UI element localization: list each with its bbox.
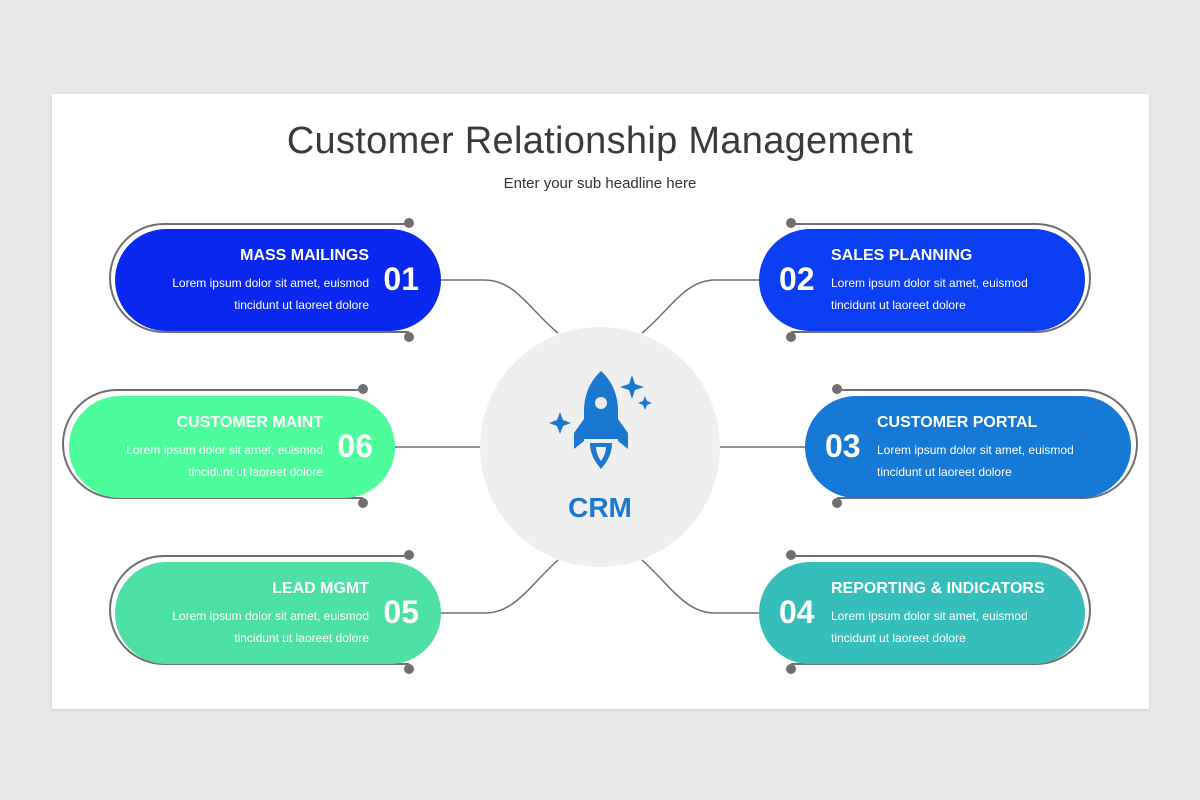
item-04-label: REPORTING & INDICATORS <box>831 580 1045 597</box>
item-03-dot-top <box>832 384 842 394</box>
item-04-dot-top <box>786 550 796 560</box>
connector-02 <box>641 279 760 334</box>
item-03-outline <box>837 389 1138 499</box>
crm-hub-label: CRM <box>568 492 632 523</box>
rocket-icon <box>549 371 652 469</box>
item-04-outline <box>791 555 1091 665</box>
page-subtitle: Enter your sub headline here <box>503 175 697 192</box>
item-01-card[interactable]: MASS MAILINGS Lorem ipsum dolor sit amet… <box>115 229 441 331</box>
page-title: Customer Relationship Management <box>286 120 914 162</box>
item-05-dot-top <box>404 550 414 560</box>
item-02-label: SALES PLANNING <box>831 247 973 264</box>
item-03-label: CUSTOMER PORTAL <box>877 414 1038 431</box>
connector-05 <box>440 559 559 614</box>
item-05-label: LEAD MGMT <box>272 580 369 597</box>
connector-04 <box>641 559 760 614</box>
item-06-card[interactable]: CUSTOMER MAINT Lorem ipsum dolor sit ame… <box>69 396 395 498</box>
item-06-outline <box>62 389 363 499</box>
item-03-number: 03 <box>825 428 861 464</box>
item-01-outline <box>109 223 409 333</box>
item-02-outline <box>791 223 1091 333</box>
item-02-dot-bottom <box>786 332 796 342</box>
item-03-desc: Lorem ipsum dolor sit amet, euismod tinc… <box>877 443 1074 479</box>
item-04-dot-bottom <box>786 664 796 674</box>
item-06-label: CUSTOMER MAINT <box>176 414 323 431</box>
item-05-outline <box>109 555 409 665</box>
item-01-label: MASS MAILINGS <box>240 247 369 264</box>
item-03-dot-bottom <box>832 498 842 508</box>
item-02-card[interactable]: 02 SALES PLANNING Lorem ipsum dolor sit … <box>759 229 1085 331</box>
item-06-desc: Lorem ipsum dolor sit amet, euismod tinc… <box>126 443 323 479</box>
item-06-number: 06 <box>337 428 373 464</box>
item-04-card[interactable]: 04 REPORTING & INDICATORS Lorem ipsum do… <box>759 562 1085 664</box>
item-02-desc: Lorem ipsum dolor sit amet, euismod tinc… <box>831 276 1028 312</box>
item-05-dot-bottom <box>404 664 414 674</box>
connector-01 <box>440 279 559 334</box>
item-06-dot-bottom <box>358 498 368 508</box>
item-03-card[interactable]: 03 CUSTOMER PORTAL Lorem ipsum dolor sit… <box>805 396 1131 498</box>
item-05-card[interactable]: LEAD MGMT Lorem ipsum dolor sit amet, eu… <box>115 562 441 664</box>
item-05-number: 05 <box>383 594 419 630</box>
item-06-dot-top <box>358 384 368 394</box>
item-01-number: 01 <box>383 261 419 297</box>
item-02-number: 02 <box>779 261 815 297</box>
item-01-desc: Lorem ipsum dolor sit amet, euismod tinc… <box>172 276 369 312</box>
item-02-dot-top <box>786 218 796 228</box>
item-05-desc: Lorem ipsum dolor sit amet, euismod tinc… <box>172 609 369 645</box>
crm-hub: CRM <box>480 327 720 567</box>
item-01-dot-bottom <box>404 332 414 342</box>
item-04-desc: Lorem ipsum dolor sit amet, euismod tinc… <box>831 609 1028 645</box>
item-01-dot-top <box>404 218 414 228</box>
item-04-number: 04 <box>779 594 815 630</box>
